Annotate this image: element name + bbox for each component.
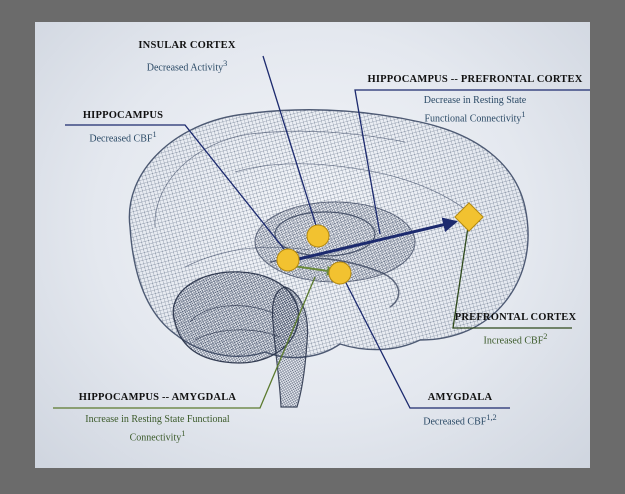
amygdala-desc-sup: 1,2: [486, 413, 497, 422]
hpc-pfc-desc-line2-text: Functional Connectivity: [424, 113, 522, 125]
hpc-amy-desc-sup: 1: [181, 429, 186, 438]
brain-diagram: [53, 55, 590, 409]
label-pfc-title: PREFRONTAL CORTEX: [454, 312, 577, 323]
label-hippocampus-desc: Decreased CBF1: [63, 130, 183, 144]
insular-desc-text: Decreased Activity: [146, 62, 224, 74]
connector-insular: [262, 55, 319, 233]
hpc-amy-desc-line2: Connectivity1: [55, 427, 260, 445]
label-hpc-pfc-title: HIPPOCAMPUS -- PREFRONTAL CORTEX: [367, 74, 583, 85]
hpc-amy-desc-line1: Increase in Resting State Functional: [85, 414, 230, 425]
amygdala-desc-text: Decreased CBF: [423, 416, 487, 428]
label-amygdala-title: AMYGDALA: [427, 392, 493, 403]
node-insular-cortex: [306, 224, 330, 248]
connector-lines: [53, 55, 590, 409]
label-amygdala-desc: Decreased CBF1,2: [410, 413, 510, 427]
label-pfc-desc: Increased CBF2: [453, 332, 578, 346]
diagram-panel: INSULAR CORTEX Decreased Activity3 HIPPO…: [35, 22, 590, 468]
node-hippocampus: [276, 248, 300, 272]
label-hpc-pfc-desc: Decrease in Resting State Functional Con…: [360, 94, 590, 126]
arrow-hpc-to-pfc: [289, 217, 458, 263]
label-amygdala: AMYGDALA Decreased CBF1,2: [410, 392, 510, 427]
label-hpc-amy-title: HIPPOCAMPUS -- AMYGDALA: [78, 392, 237, 403]
arrow-hpc-to-amy: [292, 265, 337, 276]
hpc-amy-desc-line2-text: Connectivity: [129, 432, 182, 444]
hpc-pfc-desc-line1: Decrease in Resting State: [423, 95, 527, 106]
label-hippocampus-title: HIPPOCAMPUS: [82, 110, 164, 121]
brain-stem: [271, 286, 309, 408]
label-hpc-amy-desc: Increase in Resting State Functional Con…: [55, 413, 260, 445]
node-prefrontal-cortex: [454, 202, 484, 232]
hpc-pfc-desc-sup: 1: [521, 110, 526, 119]
label-insular-desc: Decreased Activity3: [117, 59, 257, 73]
pfc-desc-sup: 2: [543, 332, 548, 341]
label-hpc-pfc: HIPPOCAMPUS -- PREFRONTAL CORTEX Decreas…: [360, 74, 590, 126]
label-hippocampus: HIPPOCAMPUS Decreased CBF1: [63, 110, 183, 144]
connector-amygdala: [342, 276, 510, 409]
pfc-desc-text: Increased CBF: [483, 335, 544, 347]
connector-pfc: [452, 226, 572, 329]
region-nodes: [276, 202, 484, 285]
label-insular-cortex: INSULAR CORTEX Decreased Activity3: [117, 40, 257, 73]
hippocampus-desc-text: Decreased CBF: [89, 133, 153, 145]
connector-hpc-pfc: [354, 89, 590, 235]
connector-hpc-amy: [53, 276, 316, 409]
connector-hippocampus: [65, 124, 289, 255]
hpc-pfc-desc-line2: Functional Connectivity1: [360, 108, 590, 126]
label-hpc-amygdala: HIPPOCAMPUS -- AMYGDALA Increase in Rest…: [55, 392, 260, 445]
node-amygdala: [328, 261, 352, 285]
label-prefrontal-cortex: PREFRONTAL CORTEX Increased CBF2: [453, 312, 578, 346]
label-insular-title: INSULAR CORTEX: [138, 40, 236, 51]
hippocampus-desc-sup: 1: [152, 130, 157, 139]
insular-desc-sup: 3: [223, 59, 228, 68]
